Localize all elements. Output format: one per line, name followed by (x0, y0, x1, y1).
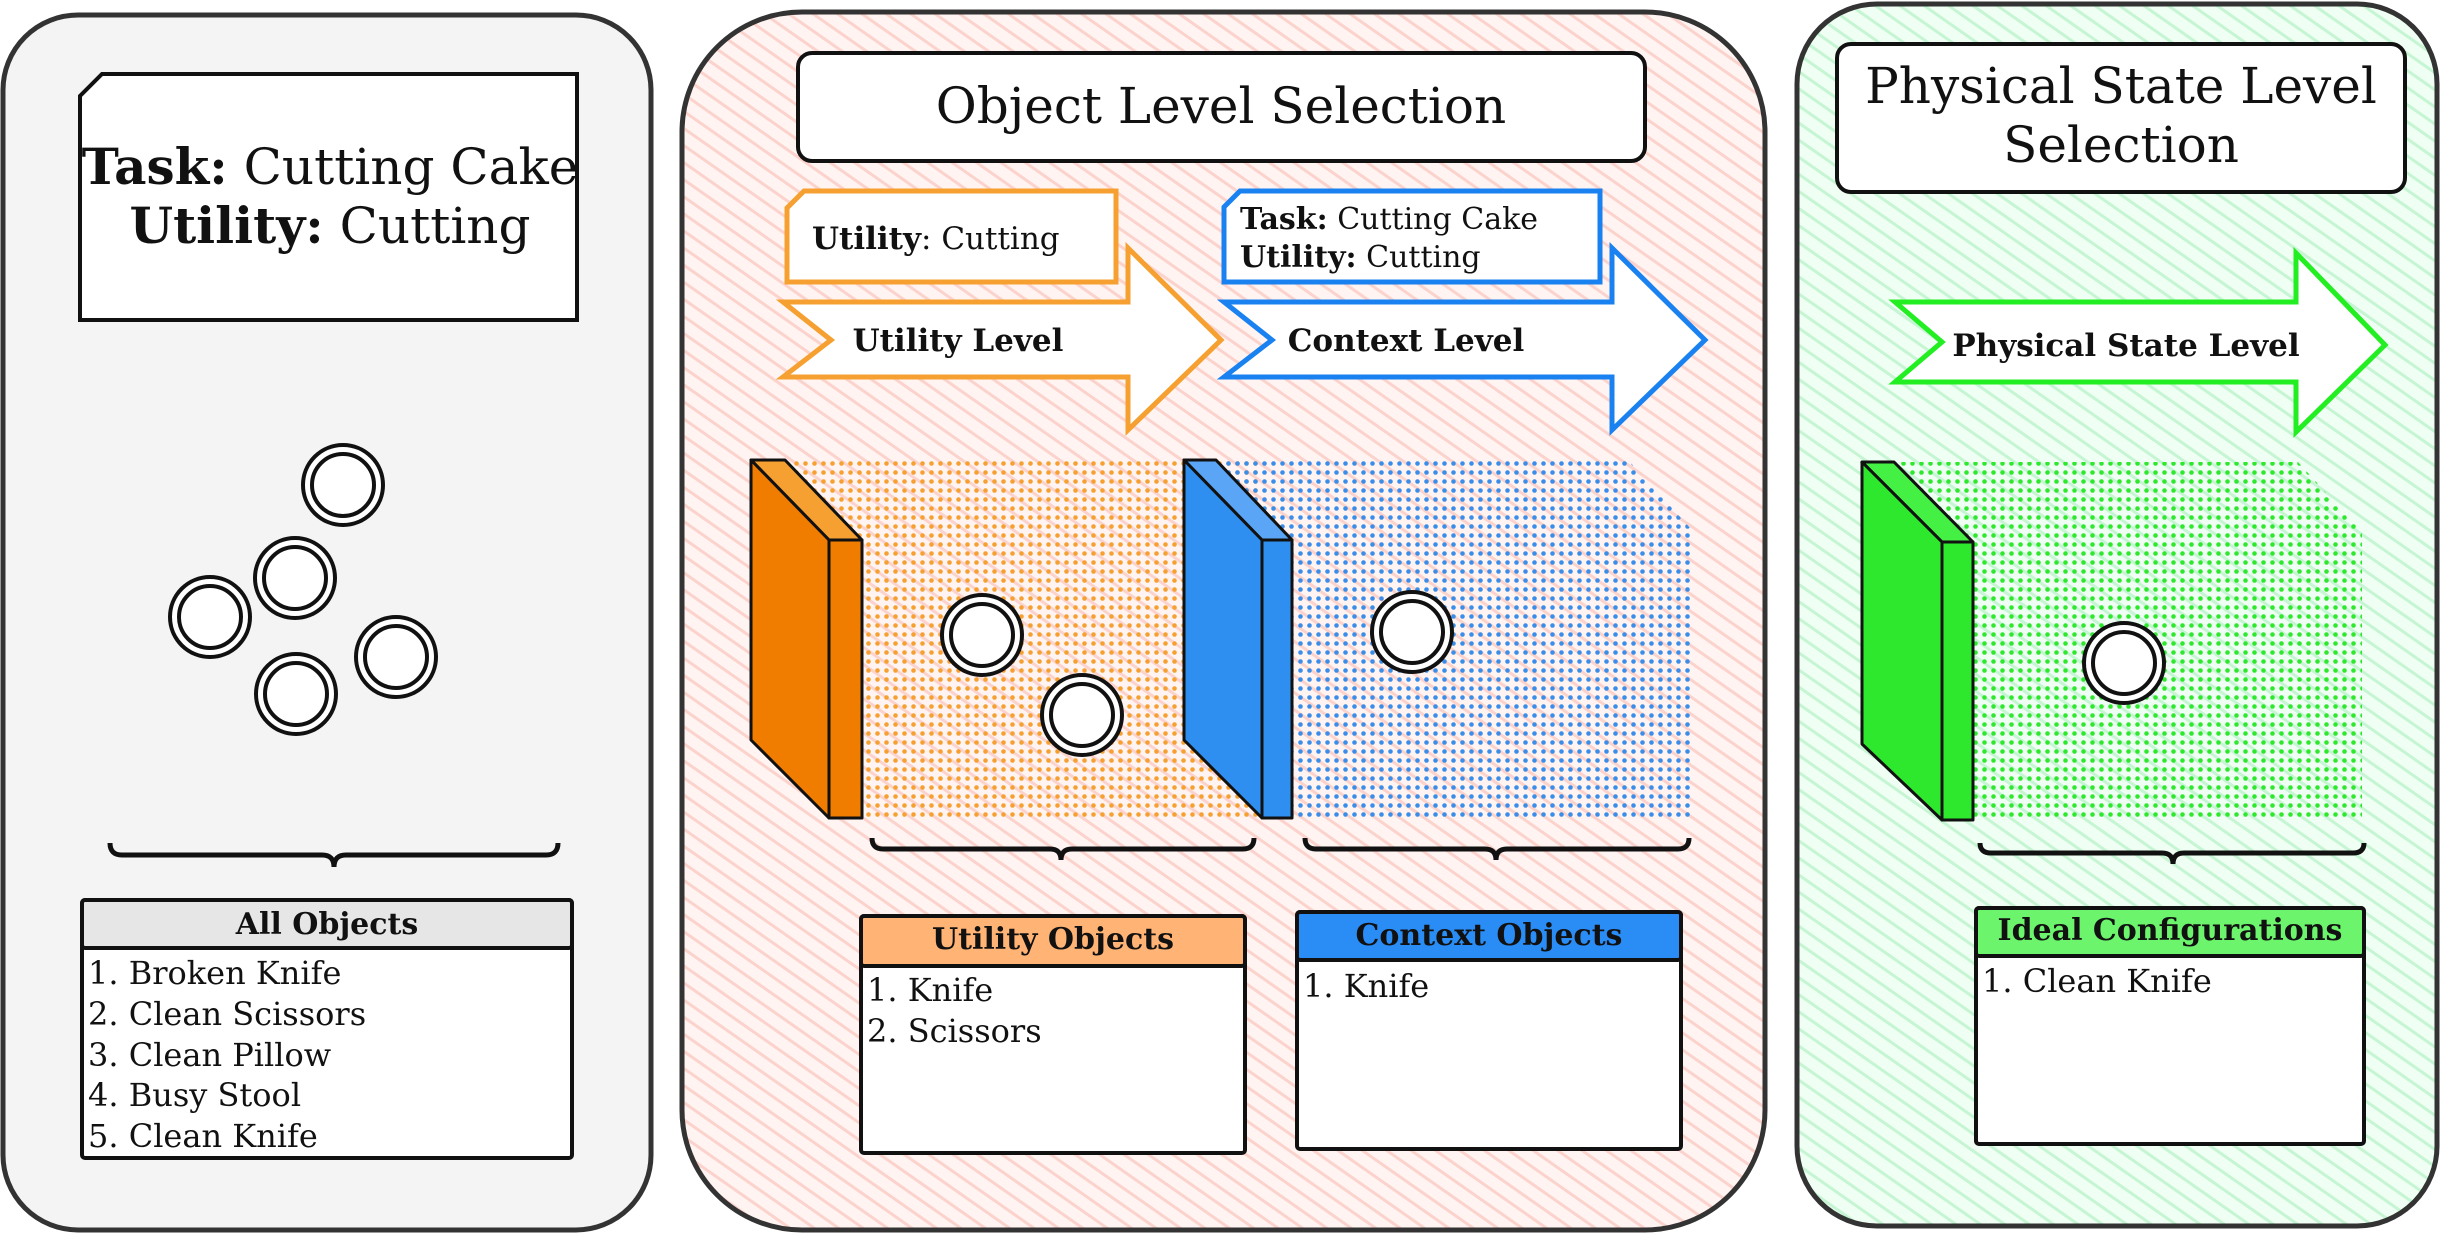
list-item: 2. Scissors (867, 1012, 1042, 1050)
svg-text:Utility: Cutting: Utility: Cutting (812, 221, 1060, 257)
list-item: 2. Clean Scissors (88, 995, 366, 1033)
object-icon (2082, 621, 2166, 705)
utility-label: Utility: (129, 196, 323, 255)
context-filter-slab (1182, 458, 1294, 820)
context-note-utility-label: Utility: (1240, 240, 1357, 275)
physical-state-filter-slab (1860, 460, 1975, 822)
object-icon (354, 615, 438, 699)
object-icon (1370, 590, 1454, 674)
utility-note: Utility: Cutting (784, 188, 1119, 285)
brace (869, 837, 1257, 861)
ideal-configurations-box: Ideal Configurations 1. Clean Knife (1974, 906, 2366, 1146)
list-item: 1. Broken Knife (88, 954, 341, 992)
middle-panel: Object Level Selection Utility Level Uti… (679, 9, 1768, 1233)
object-icon (301, 443, 385, 527)
utility-objects-title: Utility Objects (932, 922, 1174, 957)
right-title-line1: Physical State Level (1865, 57, 2377, 115)
task-label: Task: (82, 137, 228, 196)
utility-level-arrow: Utility Level (775, 242, 1225, 436)
left-panel: Task: Cutting Cake Utility: Cutting All … (0, 12, 654, 1233)
context-objects-box: Context Objects 1. Knife (1295, 910, 1683, 1151)
all-objects-title: All Objects (235, 907, 419, 942)
object-level-title-box: Object Level Selection (796, 51, 1647, 163)
brace (1977, 842, 2367, 865)
all-objects-box: All Objects 1. Broken Knife 2. Clean Sci… (80, 898, 574, 1160)
context-note-task-value: Cutting Cake (1337, 202, 1538, 237)
list-item: 3. Clean Pillow (88, 1036, 331, 1074)
svg-text:Task: Cutting Cake: Task: Cutting Cake (82, 137, 579, 196)
object-icon (940, 593, 1024, 677)
right-title-line2: Selection (2003, 116, 2239, 174)
right-panel: Physical State Level Selection Physical … (1794, 1, 2440, 1229)
context-filter-region (1225, 460, 1692, 818)
utility-note-value: : Cutting (921, 221, 1060, 257)
physical-state-title-box: Physical State Level Selection (1835, 42, 2407, 194)
list-item: 1. Knife (867, 971, 993, 1009)
utility-objects-box: Utility Objects 1. Knife 2. Scissors (859, 914, 1247, 1155)
object-icon (168, 575, 252, 659)
object-circles (168, 443, 438, 736)
object-icon (1040, 673, 1124, 757)
middle-title: Object Level Selection (936, 77, 1506, 135)
task-value: Cutting Cake (244, 138, 579, 196)
context-note-task-label: Task: (1240, 202, 1328, 237)
utility-note-label: Utility (812, 221, 922, 257)
physical-state-arrow: Physical State Level (1888, 246, 2389, 438)
object-icon (254, 652, 338, 736)
utility-arrow-label: Utility Level (853, 323, 1064, 359)
brace (107, 842, 561, 868)
task-card: Task: Cutting Cake Utility: Cutting (78, 72, 579, 322)
ideal-configurations-title: Ideal Configurations (1998, 913, 2343, 948)
svg-text:Task: Cutting Cake: Task: Cutting Cake (1240, 202, 1538, 237)
list-item: 1. Knife (1303, 967, 1429, 1005)
utility-filter-slab (749, 458, 864, 820)
context-objects-title: Context Objects (1356, 918, 1623, 953)
list-item: 5. Clean Knife (88, 1117, 318, 1155)
context-arrow-label: Context Level (1288, 323, 1525, 359)
context-note: Task: Cutting Cake Utility: Cutting (1221, 188, 1603, 285)
list-item: 1. Clean Knife (1982, 962, 2212, 1000)
context-note-utility-value: Cutting (1366, 240, 1481, 275)
brace (1302, 837, 1692, 861)
svg-text:Utility: Cutting: Utility: Cutting (129, 196, 530, 255)
object-icon (253, 536, 337, 620)
list-item: 4. Busy Stool (88, 1076, 301, 1114)
physical-state-arrow-label: Physical State Level (1952, 328, 2299, 364)
svg-text:Utility: Cutting: Utility: Cutting (1240, 240, 1481, 275)
utility-value: Cutting (340, 197, 531, 255)
context-level-arrow: Context Level (1216, 242, 1709, 436)
